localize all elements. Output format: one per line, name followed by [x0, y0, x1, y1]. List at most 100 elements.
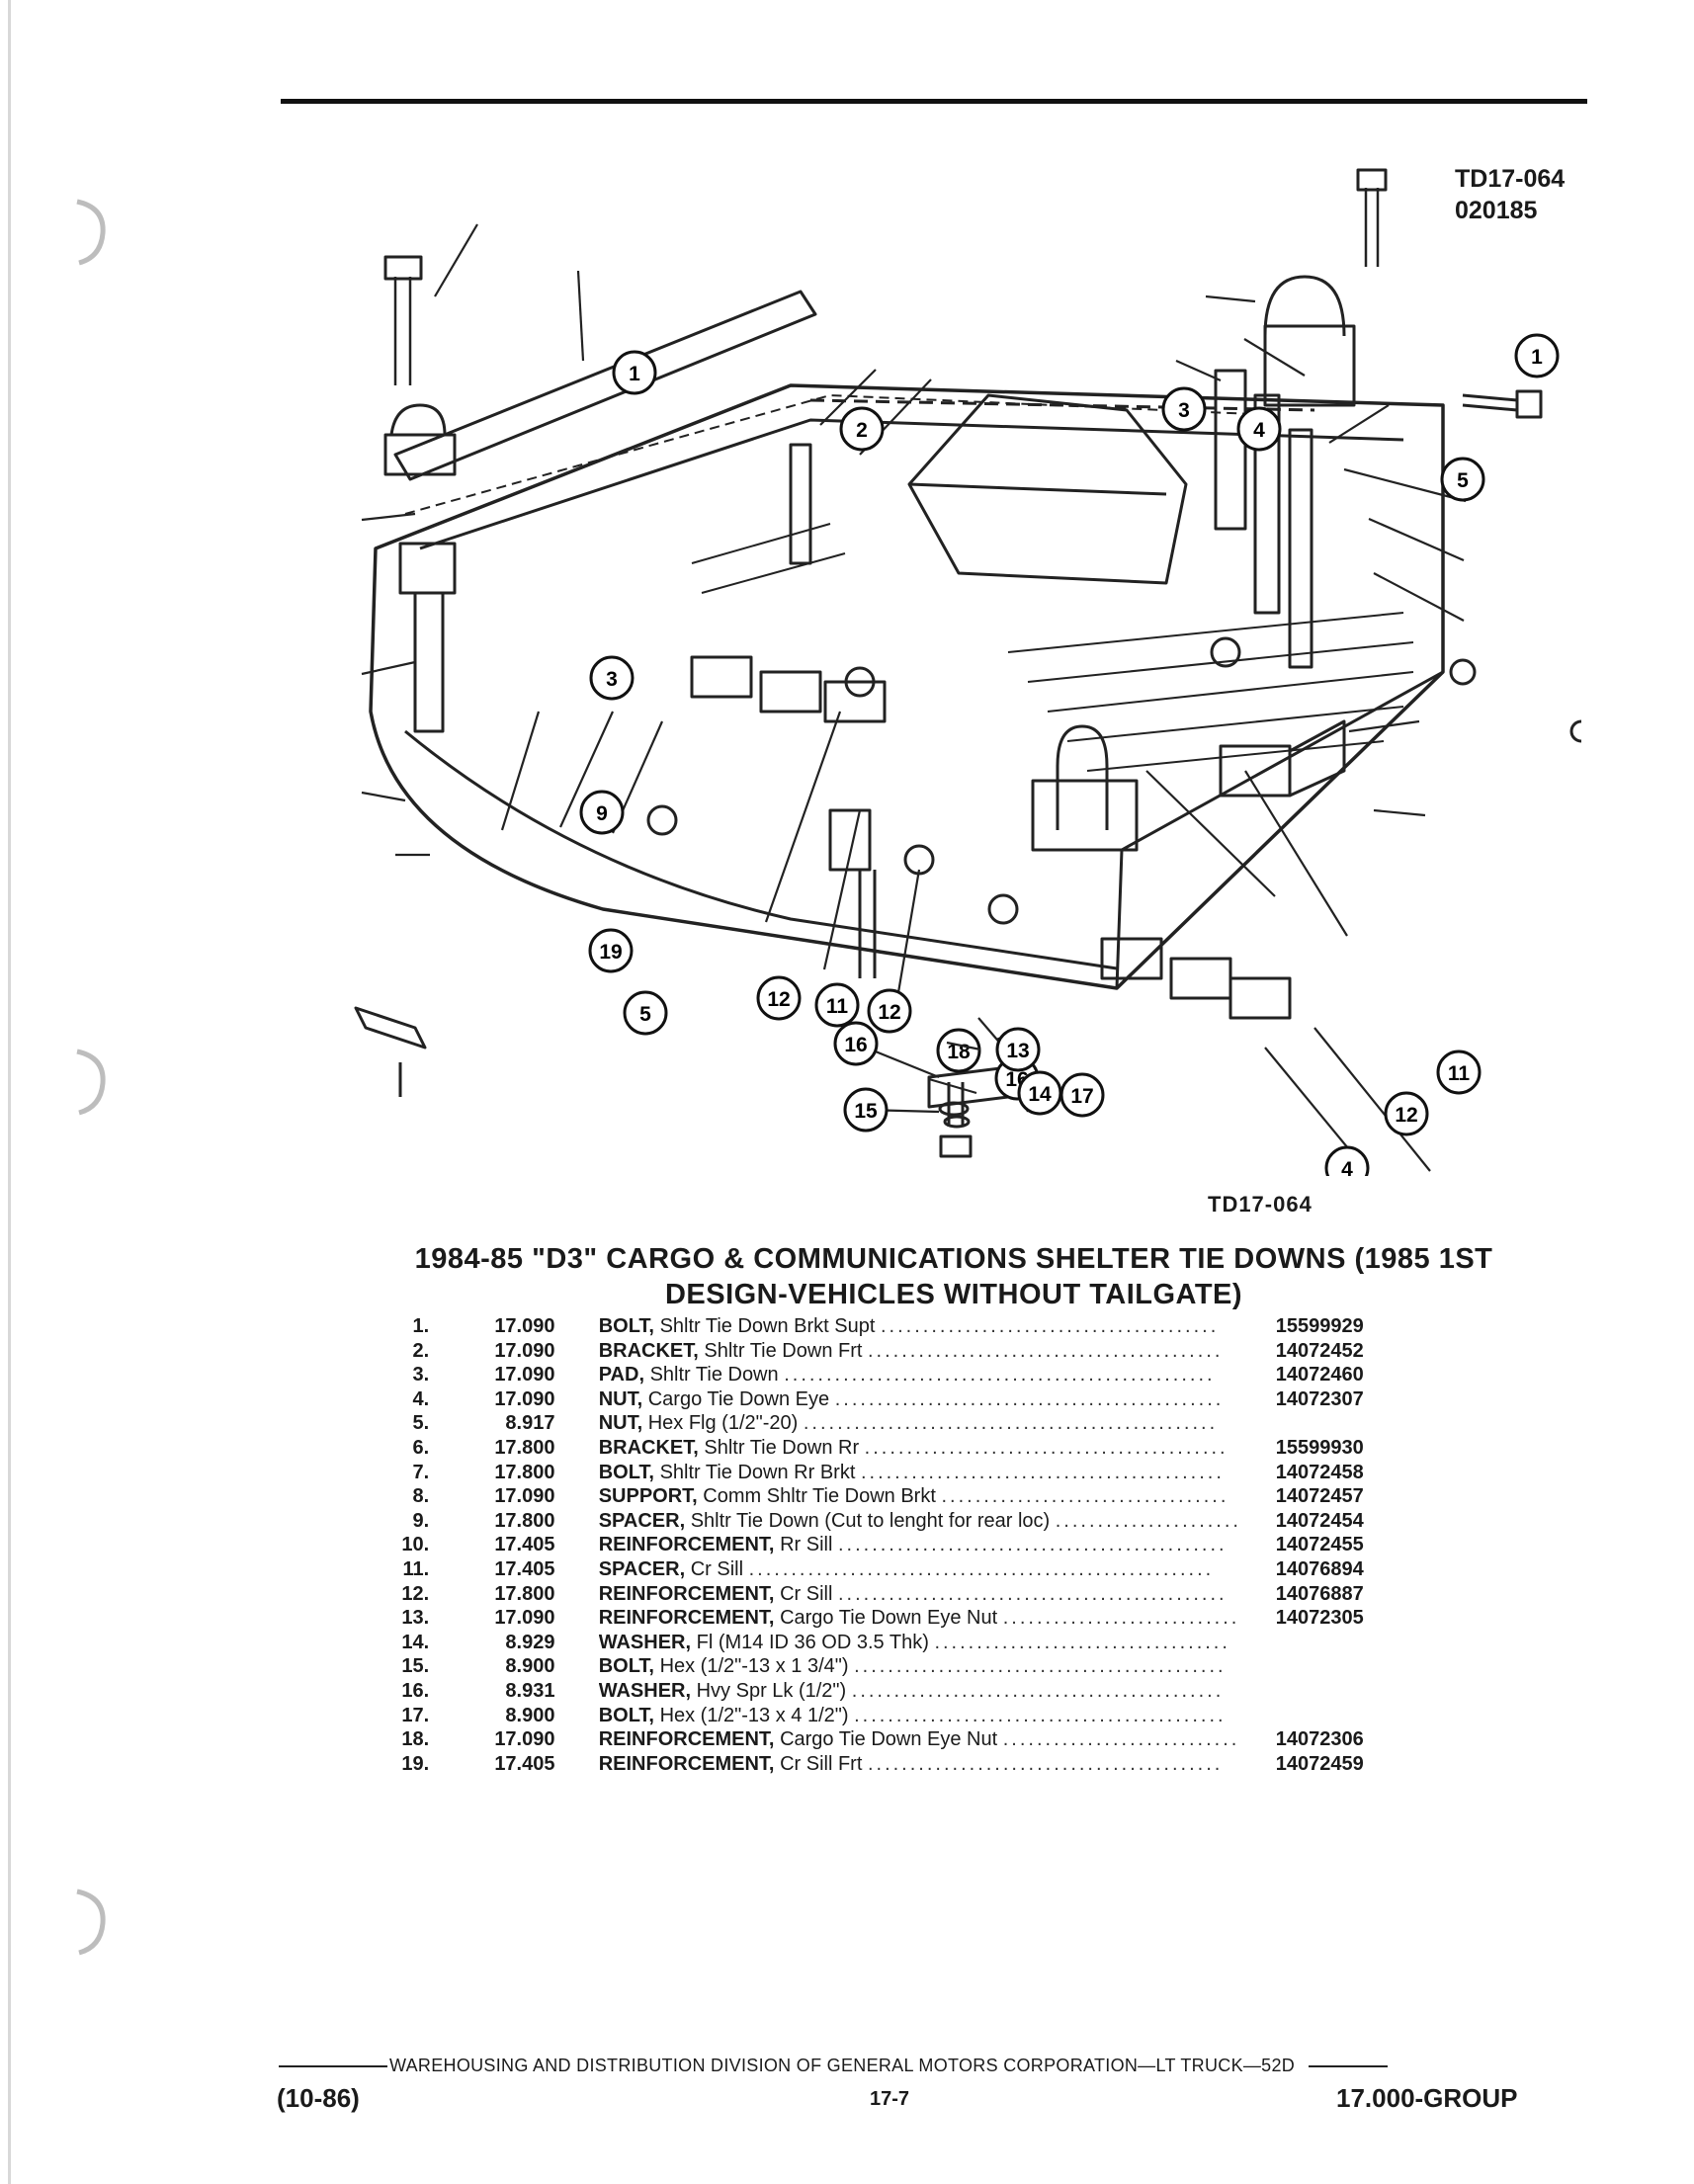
part-detail: Shltr Tie Down Rr	[704, 1436, 860, 1459]
spacer	[554, 1314, 598, 1339]
section-title-line-1: 1984-85 "D3" CARGO & COMMUNICATIONS SHEL…	[414, 1243, 1493, 1275]
part-detail: Shltr Tie Down Rr Brkt	[659, 1461, 856, 1483]
part-number-index: 12.	[401, 1582, 430, 1605]
punch-hole-bottom	[76, 1889, 106, 1956]
part-description: REINFORCEMENT, Cr Sill .................…	[599, 1582, 1264, 1607]
part-description: REINFORCEMENT, Rr Sill .................…	[599, 1533, 1264, 1557]
part-description: NUT, Cargo Tie Down Eye ................…	[599, 1387, 1264, 1412]
part-number	[1264, 1631, 1482, 1655]
part-number	[1264, 1411, 1482, 1436]
part-name: WASHER,	[598, 1631, 692, 1653]
part-number-index: 14.	[401, 1631, 430, 1653]
part-group-code: 8.900	[505, 1655, 555, 1678]
callout-12c: 12	[1384, 1091, 1429, 1136]
spacer	[554, 1461, 598, 1485]
part-number-index: 9.	[412, 1509, 430, 1532]
dot-leader: ............................	[1002, 1607, 1240, 1630]
part-group-code: 17.090	[494, 1387, 555, 1410]
spacer	[554, 1557, 598, 1582]
part-group-code: 17.090	[494, 1364, 555, 1386]
part-name: NUT,	[598, 1387, 643, 1410]
part-name: SPACER,	[598, 1557, 686, 1580]
dot-leader: ..................................	[941, 1485, 1229, 1508]
callout-2: 2	[839, 406, 885, 452]
callout-1b: 1	[1514, 333, 1560, 378]
part-number: 14072454	[1275, 1509, 1364, 1532]
figure-id-block: TD17-064 020185	[1455, 163, 1565, 226]
part-name: SUPPORT,	[598, 1485, 698, 1508]
svg-text:1: 1	[1531, 346, 1543, 369]
part-description: BOLT, Shltr Tie Down Brkt Supt .........…	[599, 1314, 1264, 1339]
part-detail: Hex (1/2"-13 x 4 1/2")	[659, 1704, 849, 1726]
part-number: 14072459	[1275, 1752, 1364, 1775]
dot-leader: ........................................…	[867, 1752, 1224, 1775]
part-description: BOLT, Hex (1/2"-13 x 4 1/2") ...........…	[599, 1704, 1264, 1728]
callout-18: 18	[936, 1028, 981, 1073]
part-number: 14076894	[1275, 1557, 1364, 1580]
svg-text:5: 5	[639, 1003, 651, 1026]
part-name: REINFORCEMENT,	[598, 1752, 775, 1775]
footer-division: WAREHOUSING AND DISTRIBUTION DIVISION OF…	[389, 2056, 1296, 2075]
callout-11a: 11	[814, 982, 860, 1028]
part-detail: Shltr Tie Down (Cut to lenght for rear l…	[690, 1509, 1051, 1532]
part-number-index: 18.	[401, 1728, 430, 1751]
part-group-code: 17.090	[494, 1485, 555, 1508]
part-detail: Hex Flg (1/2"-20)	[647, 1412, 799, 1435]
dot-leader: ........................................…	[803, 1412, 1219, 1435]
header-rule	[281, 99, 1587, 104]
dot-leader: ........................................…	[860, 1461, 1225, 1483]
svg-text:12: 12	[878, 1001, 900, 1024]
part-name: REINFORCEMENT,	[598, 1582, 775, 1605]
spacer	[554, 1363, 598, 1387]
part-description: PAD, Shltr Tie Down ....................…	[599, 1363, 1264, 1387]
part-number-index: 6.	[412, 1436, 430, 1459]
dot-leader: ...................................	[934, 1631, 1230, 1653]
spacer	[554, 1582, 598, 1607]
callout-3c: 3	[589, 655, 635, 701]
part-name: REINFORCEMENT,	[598, 1534, 775, 1556]
callout-12b: 12	[867, 988, 912, 1034]
part-description: NUT, Hex Flg (1/2"-20) .................…	[599, 1411, 1264, 1436]
callout-leaders	[361, 223, 1467, 1172]
part-group-code: 8.900	[505, 1704, 555, 1726]
part-number-index: 15.	[401, 1655, 430, 1678]
part-group-code: 17.800	[494, 1509, 555, 1532]
spacer	[554, 1533, 598, 1557]
part-group-code: 17.090	[494, 1607, 555, 1630]
dot-leader: ........................................…	[834, 1387, 1225, 1410]
svg-text:12: 12	[1395, 1104, 1417, 1127]
part-name: BRACKET,	[598, 1436, 699, 1459]
part-detail: Cargo Tie Down Eye Nut	[780, 1728, 998, 1751]
part-group-code: 17.800	[494, 1582, 555, 1605]
part-number: 15599929	[1275, 1315, 1364, 1337]
part-number: 14072460	[1275, 1364, 1364, 1386]
part-detail: Cr Sill	[780, 1582, 833, 1605]
binding-edge	[8, 0, 11, 2184]
part-number-index: 7.	[412, 1461, 430, 1483]
part-number	[1264, 1704, 1482, 1728]
callout-numbers: 1 2 3 4 1 6 5 7 3 8 9 10 5 3 9 19 5 12 1…	[579, 333, 1560, 1176]
part-description: REINFORCEMENT, Cr Sill Frt .............…	[599, 1752, 1264, 1777]
part-detail: Comm Shltr Tie Down Brkt	[703, 1485, 936, 1508]
part-number: 14072458	[1275, 1461, 1364, 1483]
svg-text:3: 3	[606, 668, 618, 691]
spacer	[554, 1704, 598, 1728]
part-number: 14072306	[1275, 1728, 1364, 1751]
callout-16b: 16	[833, 1021, 879, 1066]
part-number: 14076887	[1275, 1582, 1364, 1605]
lower-explosion-callouts: 16 13 14 15	[833, 1021, 1062, 1133]
part-group-code: 17.405	[494, 1534, 555, 1556]
part-group-code: 17.405	[494, 1752, 555, 1775]
part-number-index: 19.	[401, 1752, 430, 1775]
callout-19: 19	[588, 928, 634, 973]
part-group-code: 8.917	[505, 1412, 555, 1435]
